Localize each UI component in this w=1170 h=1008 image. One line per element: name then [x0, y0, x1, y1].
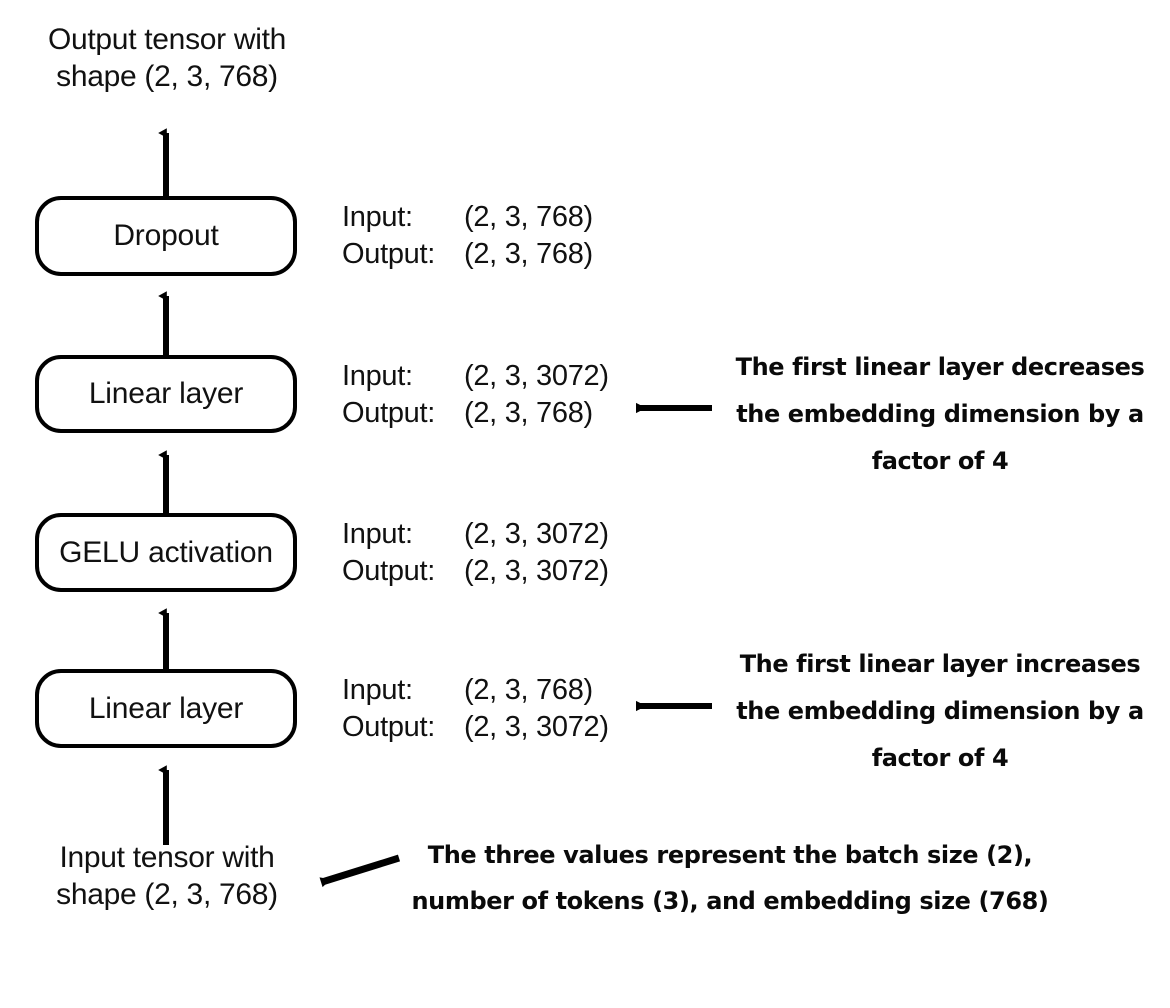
io-spec-linear-second: Input: (2, 3, 3072) Output: (2, 3, 768): [342, 358, 609, 432]
io-row-input: Input: (2, 3, 3072): [342, 358, 609, 395]
io-input-key: Input:: [342, 360, 413, 392]
input-tensor-caption: Input tensor with shape (2, 3, 768): [56, 841, 278, 911]
io-spec-dropout: Input: (2, 3, 768) Output: (2, 3, 768): [342, 199, 593, 273]
io-input-key: Input:: [342, 674, 413, 706]
io-output-key: Output:: [342, 238, 436, 271]
block-linear-first-label: Linear layer: [88, 691, 244, 725]
block-gelu[interactable]: GELU activation: [35, 513, 297, 592]
block-linear-second[interactable]: Linear layer: [35, 355, 297, 433]
io-output-key: Output:: [342, 711, 436, 744]
annotation-increase-note: The first linear layer increases the emb…: [736, 650, 1144, 772]
io-input-value: (2, 3, 3072): [464, 518, 609, 550]
io-row-output: Output: (2, 3, 768): [342, 395, 609, 432]
io-row-input: Input: (2, 3, 768): [342, 199, 593, 236]
block-dropout[interactable]: Dropout: [35, 196, 297, 276]
io-output-value: (2, 3, 768): [464, 238, 593, 271]
io-row-output: Output: (2, 3, 3072): [342, 553, 609, 590]
io-input-key: Input:: [342, 201, 413, 233]
io-output-key: Output:: [342, 397, 436, 430]
io-row-input: Input: (2, 3, 3072): [342, 516, 609, 553]
annotation-decrease-note: The first linear layer decreases the emb…: [735, 353, 1145, 475]
io-spec-gelu: Input: (2, 3, 3072) Output: (2, 3, 3072): [342, 516, 609, 590]
output-tensor-caption: Output tensor with shape (2, 3, 768): [47, 23, 287, 93]
io-row-output: Output: (2, 3, 768): [342, 236, 593, 273]
io-input-value: (2, 3, 3072): [464, 360, 609, 392]
io-spec-linear-first: Input: (2, 3, 768) Output: (2, 3, 3072): [342, 672, 609, 746]
arrow-callout-shape: [319, 854, 401, 888]
annotation-shape-note: The three values represent the batch siz…: [411, 841, 1049, 915]
io-input-value: (2, 3, 768): [464, 201, 593, 233]
block-gelu-label: GELU activation: [59, 535, 273, 569]
io-row-input: Input: (2, 3, 768): [342, 672, 609, 709]
io-output-value: (2, 3, 3072): [464, 555, 609, 588]
block-dropout-label: Dropout: [113, 219, 219, 252]
io-output-value: (2, 3, 768): [464, 397, 593, 430]
io-output-value: (2, 3, 3072): [464, 711, 609, 744]
io-output-key: Output:: [342, 555, 436, 588]
block-linear-second-label: Linear layer: [88, 377, 244, 410]
io-row-output: Output: (2, 3, 3072): [342, 709, 609, 746]
block-linear-first[interactable]: Linear layer: [35, 669, 297, 748]
io-input-value: (2, 3, 768): [464, 674, 593, 706]
io-input-key: Input:: [342, 518, 413, 550]
